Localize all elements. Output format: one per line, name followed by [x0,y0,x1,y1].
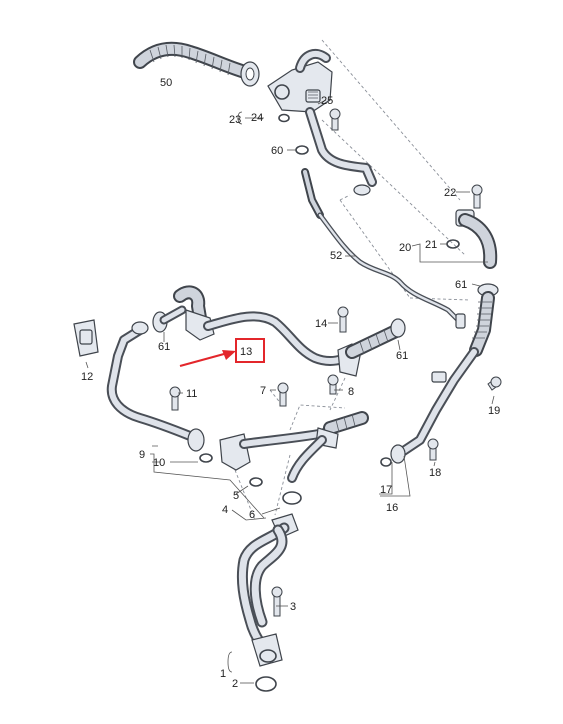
callout-21: 21 [425,239,437,251]
callout-22: 22 [444,187,456,199]
callout-16: 16 [386,502,398,514]
callout-10: 10 [153,457,165,469]
pipe-upper-right [305,107,377,196]
callout-24: 24 [251,112,263,124]
hose-50 [133,41,260,87]
callout-14: 14 [315,318,327,330]
upper-coolant-junction [267,48,333,113]
highlight-arrow [179,352,225,368]
pipe-13 [152,285,355,366]
highlight-13 [179,338,265,368]
loose-bolts [278,108,502,461]
callout-19: 19 [488,405,500,417]
callout-61-mid: 61 [396,350,408,362]
line-52 [301,168,466,329]
callout-9: 9 [139,449,145,461]
callout-18: 18 [429,467,441,479]
hose-upper-right [446,209,498,269]
callout-12: 12 [81,371,93,383]
middle-junction [219,306,369,505]
callout-7: 7 [260,385,266,397]
callout-6: 6 [249,509,255,521]
hose-lower-right [380,283,499,467]
callout-50: 50 [160,77,172,89]
callout-52: 52 [330,250,342,262]
callout-60: 60 [271,145,283,157]
callout-17: 17 [380,484,392,496]
highlight-box [235,338,265,363]
callout-8: 8 [348,386,354,398]
callout-5: 5 [233,490,239,502]
callout-labels: 50 25 23 24 60 22 21 20 52 61 14 61 61 1… [81,77,500,690]
callout-11: 11 [186,388,197,400]
pipe-9 [106,321,213,463]
callout-2: 2 [232,678,238,690]
callout-25: 25 [321,95,333,107]
hose-14-61 [337,318,406,377]
callout-61-left: 61 [158,341,170,353]
callout-4: 4 [222,504,228,516]
callout-13: 13 [240,346,252,358]
leader-lines [85,99,495,684]
bracket-12 [73,319,99,357]
callout-20: 20 [399,242,411,254]
callout-3: 3 [290,601,296,613]
callout-61-right: 61 [455,279,467,291]
callout-1: 1 [220,668,226,680]
lower-pipe-1 [236,513,299,692]
callout-23: 23 [229,114,241,126]
